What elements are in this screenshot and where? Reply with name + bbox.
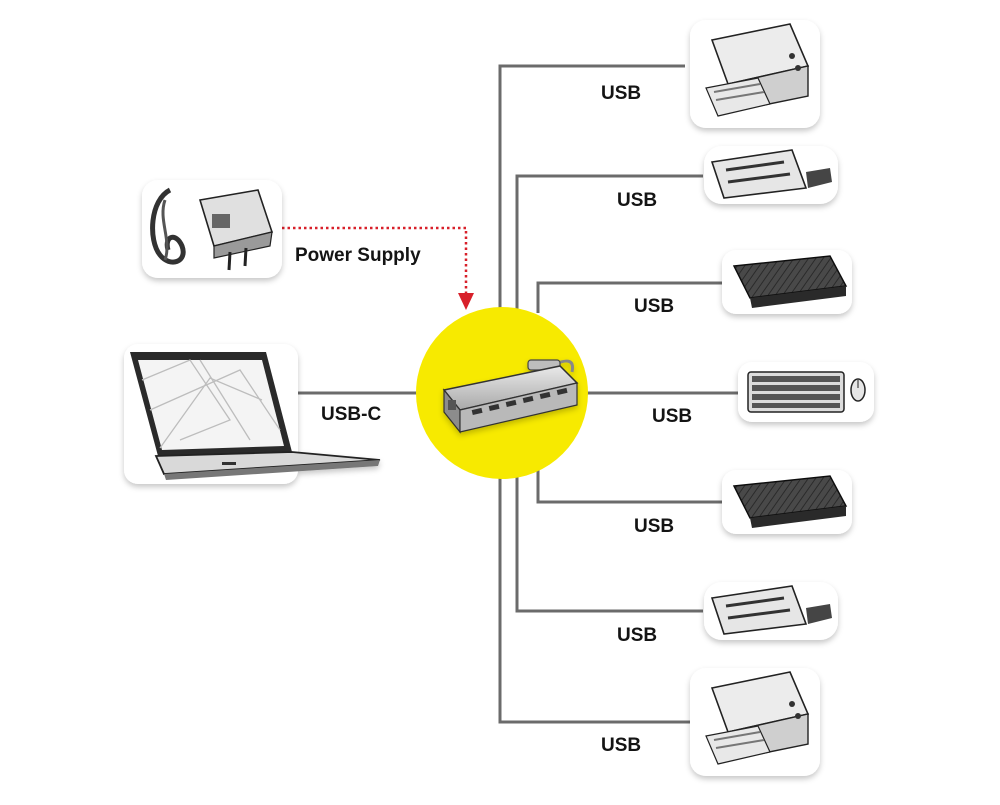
laptop-icon: [124, 344, 381, 484]
cable-usb-6: [515, 470, 703, 613]
cable-usb-7: [498, 470, 690, 724]
hard-drive-icon: [722, 250, 852, 314]
power-supply-label: Power Supply: [295, 245, 421, 266]
usb-label: USB: [601, 735, 641, 756]
hub: [416, 307, 588, 479]
usb-label: USB: [634, 516, 674, 537]
keyboard-mouse-icon: [738, 362, 874, 422]
power-adapter-icon: [142, 180, 282, 278]
cable-usb-5: [536, 470, 723, 504]
arrow-down-icon: [458, 293, 474, 310]
usb-label: USB: [652, 406, 692, 427]
card-reader-icon: [704, 146, 838, 204]
labels: Power Supply USB-C USB USB USB USB USB U…: [295, 83, 692, 756]
usb-label: USB: [617, 625, 657, 646]
hard-drive-icon: [722, 470, 852, 534]
cables: [290, 64, 740, 724]
usb-label: USB: [617, 190, 657, 211]
printer-icon: [690, 668, 820, 776]
cable-usb-3: [536, 281, 723, 313]
usb-label: USB: [634, 296, 674, 317]
usb-label: USB: [601, 83, 641, 104]
power-line: [282, 226, 474, 310]
printer-icon: [690, 20, 820, 128]
cable-usb-2: [515, 174, 703, 316]
usb-c-label: USB-C: [321, 404, 381, 425]
usb-hub-icon: [442, 359, 579, 434]
card-reader-icon: [704, 582, 838, 640]
